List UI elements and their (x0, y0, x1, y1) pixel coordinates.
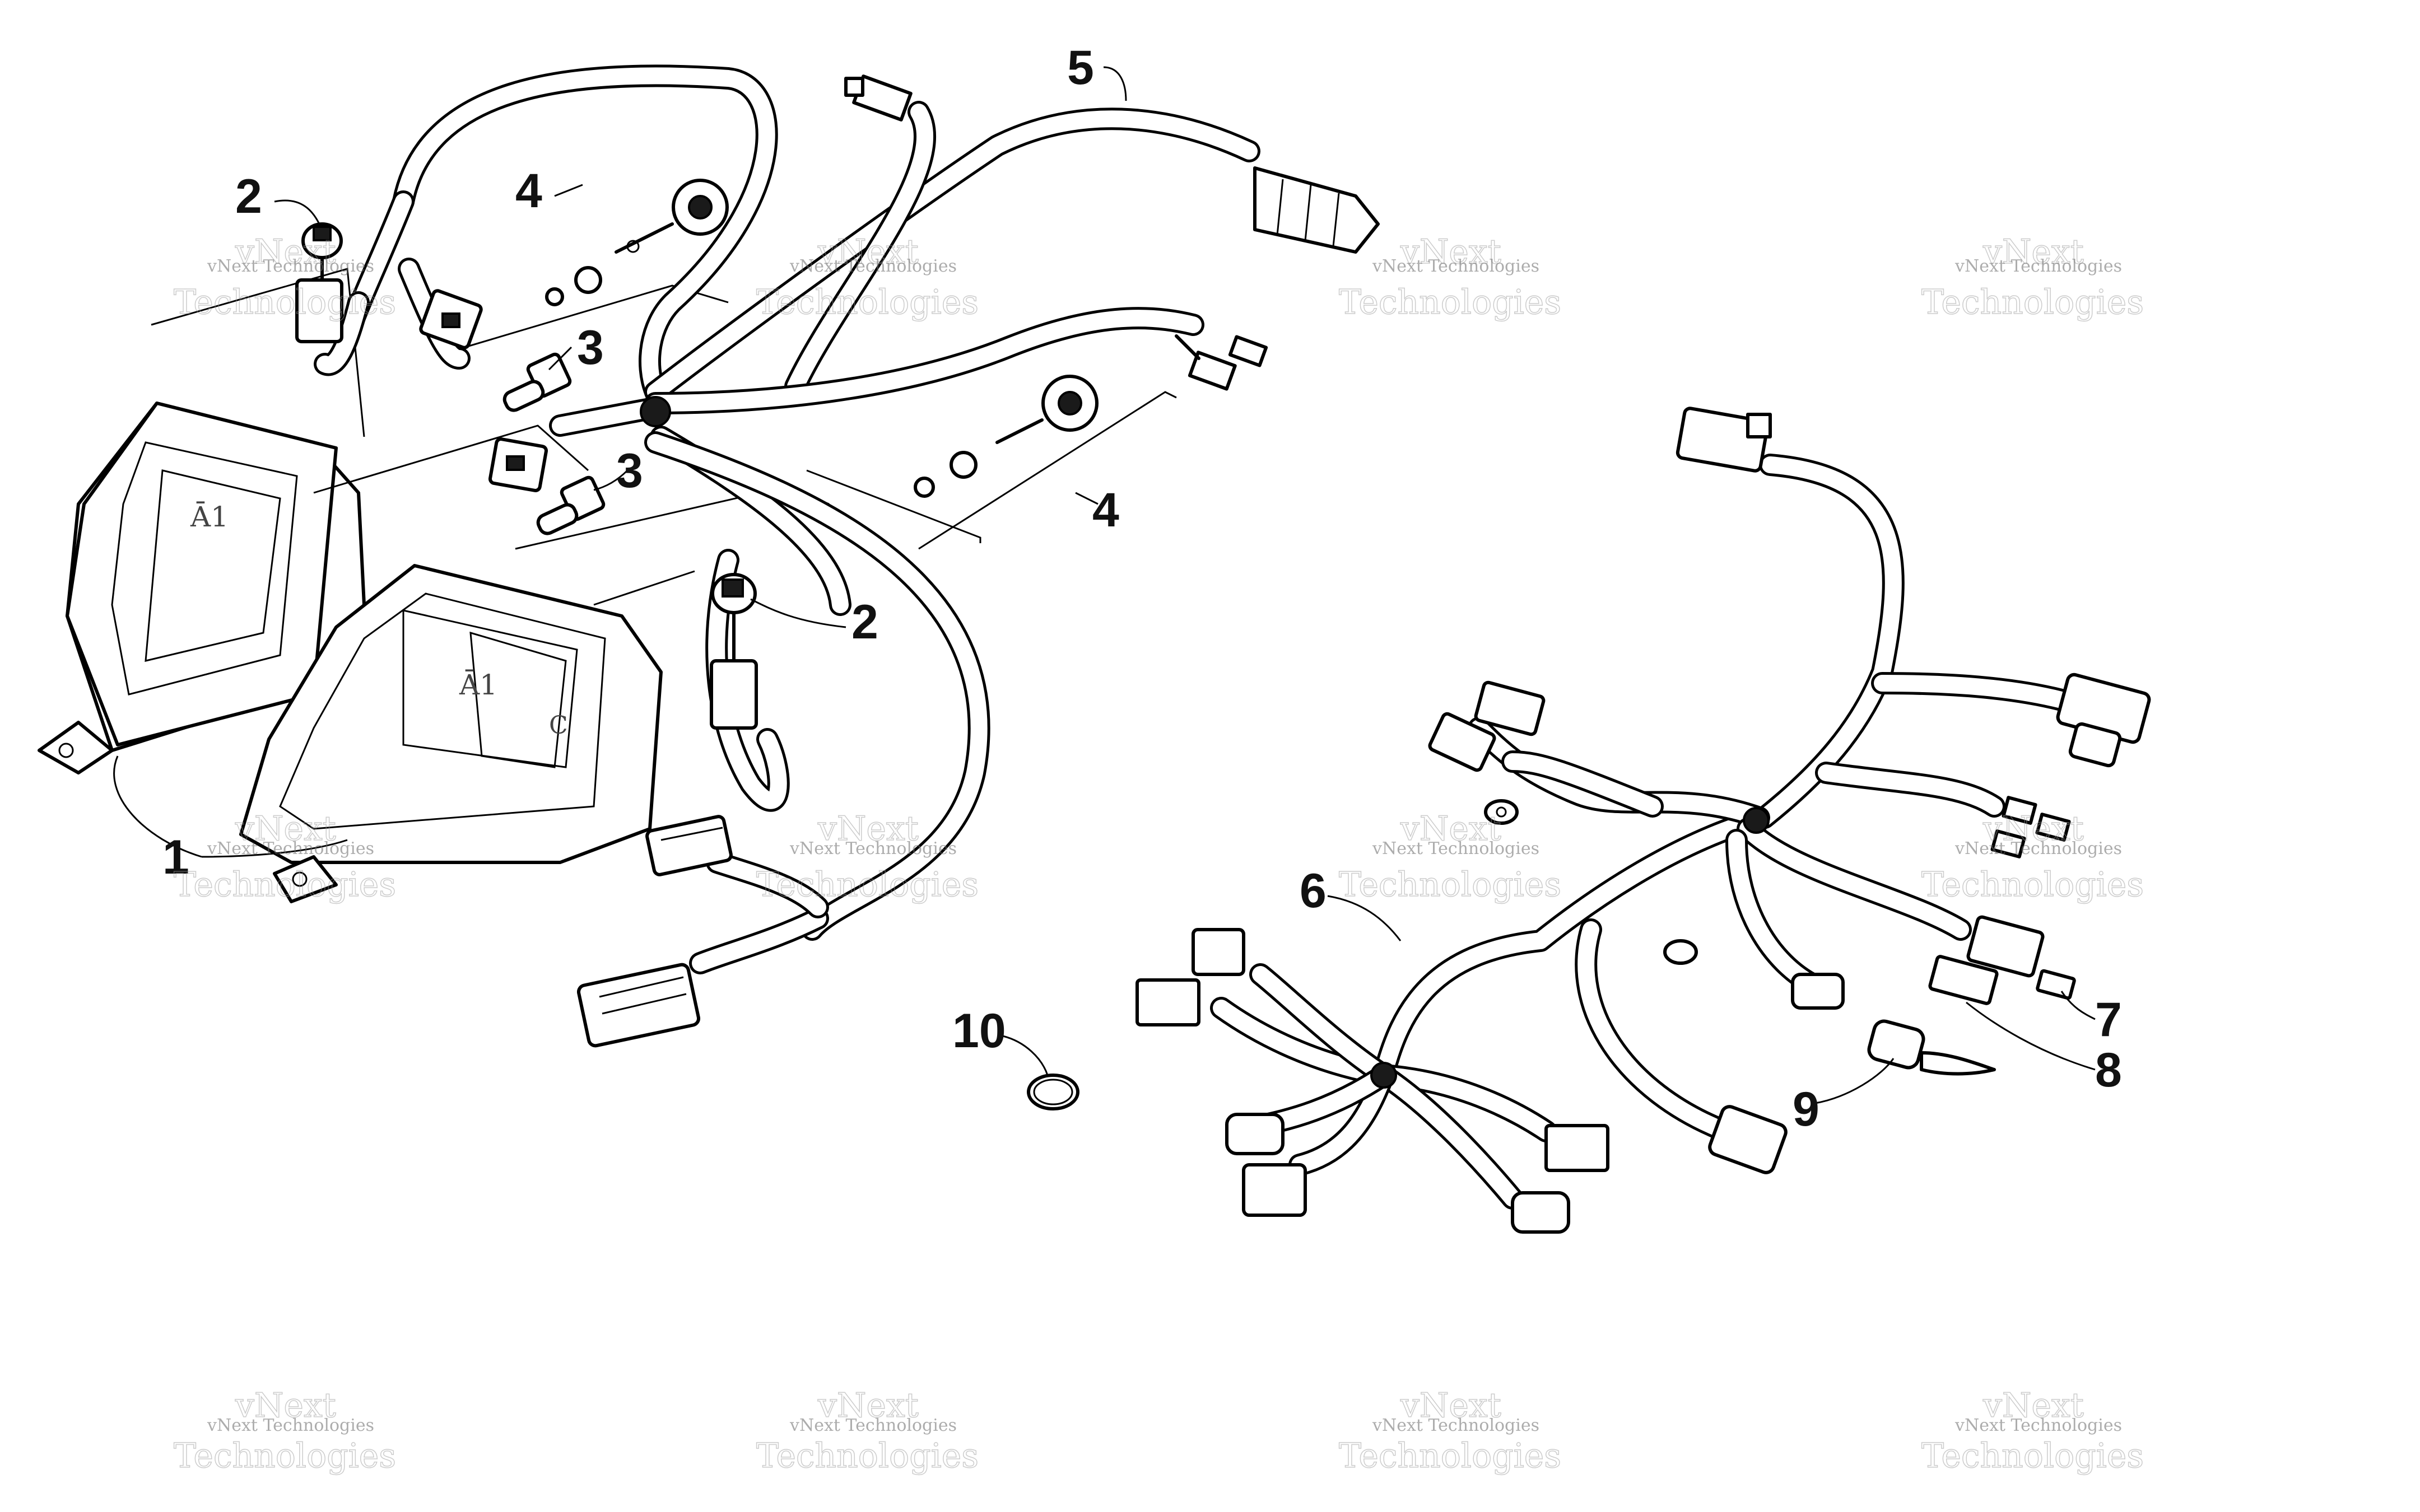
bulb-socket-lower (710, 573, 758, 730)
fuse (2036, 969, 2076, 1000)
callout-2-lower: 2 (851, 595, 878, 649)
svg-text:vNext Technologies: vNext Technologies (1372, 256, 1539, 276)
svg-text:Ā1: Ā1 (190, 501, 229, 533)
callout-4-lower: 4 (1092, 483, 1119, 537)
svg-text:Ā1: Ā1 (459, 669, 497, 701)
top-small-connector (844, 74, 913, 122)
svg-text:vNext Technologies: vNext Technologies (789, 256, 957, 276)
svg-text:Technologies: Technologies (1921, 1436, 2144, 1476)
watermark: vNext Technologies vNext Technologies (173, 1385, 397, 1476)
svg-text:vNext: vNext (235, 809, 336, 848)
svg-text:vNext: vNext (817, 232, 919, 272)
headlight-connector-left (419, 289, 483, 349)
right-connectors-misc (1135, 680, 1845, 1234)
watermark: vNext Technologies vNext Technologies (756, 232, 979, 323)
svg-text:Technologies: Technologies (1339, 1436, 1561, 1476)
watermark: vNext Technologies vNext Technologies (756, 809, 979, 905)
watermarks: vNext Technologies vNext Technologies vN… (173, 232, 2144, 1476)
callout-7: 7 (2095, 993, 2122, 1047)
svg-text:Ⅽ: Ⅽ (549, 711, 568, 740)
headlight-harness (314, 64, 1260, 974)
watermark: vNext Technologies vNext Technologies (1338, 1385, 1562, 1476)
callout-8: 8 (2095, 1043, 2122, 1097)
watermark: vNext Technologies vNext Technologies (1921, 1385, 2144, 1476)
watermark: vNext Technologies vNext Technologies (1921, 232, 2144, 323)
callout-10: 10 (952, 1004, 1006, 1058)
svg-text:vNext Technologies: vNext Technologies (789, 1416, 957, 1435)
watermark: vNext Technologies vNext Technologies (173, 809, 397, 905)
svg-text:Technologies: Technologies (756, 865, 979, 904)
svg-text:Technologies: Technologies (1921, 865, 2144, 904)
svg-text:vNext Technologies: vNext Technologies (1954, 256, 2122, 276)
headlight-left: Ā1 (38, 402, 366, 774)
svg-text:Technologies: Technologies (756, 283, 979, 322)
svg-text:Technologies: Technologies (174, 1436, 396, 1476)
svg-text:vNext: vNext (1400, 1386, 1501, 1425)
svg-text:vNext Technologies: vNext Technologies (1954, 1416, 2122, 1435)
small-spade-connectors (1990, 796, 2071, 858)
fuse-holder (1928, 915, 2045, 1005)
headlight-right: Ā1 Ⅽ (239, 564, 663, 903)
sensor (1867, 1019, 1996, 1076)
svg-text:Technologies: Technologies (1339, 865, 1561, 904)
callout-4-upper: 4 (515, 164, 542, 218)
svg-text:Technologies: Technologies (1921, 283, 2144, 322)
dual-spade-connector (2056, 673, 2151, 768)
callout-2-upper: 2 (235, 170, 262, 223)
svg-text:vNext: vNext (817, 809, 919, 848)
svg-text:vNext: vNext (1982, 232, 2084, 272)
svg-text:vNext Technologies: vNext Technologies (1372, 839, 1539, 858)
svg-text:vNext: vNext (1400, 809, 1501, 848)
svg-text:vNext Technologies: vNext Technologies (1954, 839, 2122, 858)
main-harness (1210, 454, 2073, 1210)
headlight-connector-mid (488, 437, 548, 492)
callout-3-upper: 3 (577, 321, 604, 375)
bulb-socket-upper (295, 222, 343, 343)
adjuster-upper (545, 179, 729, 306)
callout-6: 6 (1300, 864, 1327, 918)
svg-text:vNext Technologies: vNext Technologies (207, 839, 374, 858)
svg-text:vNext: vNext (235, 232, 336, 272)
svg-text:vNext Technologies: vNext Technologies (207, 1416, 374, 1435)
svg-text:vNext: vNext (1400, 232, 1501, 272)
svg-text:vNext: vNext (1982, 809, 2084, 848)
bulb-lower (536, 475, 606, 535)
watermark: vNext Technologies vNext Technologies (1338, 809, 1562, 905)
callout-3-lower: 3 (616, 444, 643, 498)
watermark: vNext Technologies vNext Technologies (173, 232, 397, 323)
callout-5: 5 (1067, 41, 1094, 95)
svg-text:vNext Technologies: vNext Technologies (789, 839, 957, 858)
svg-text:vNext Technologies: vNext Technologies (207, 256, 374, 276)
bottom-multi-connector (576, 963, 701, 1048)
spade-connectors-top (1175, 334, 1268, 391)
watermark: vNext Technologies vNext Technologies (756, 1385, 979, 1476)
svg-text:vNext Technologies: vNext Technologies (1372, 1416, 1539, 1435)
adjuster-lower (914, 375, 1099, 498)
svg-text:vNext: vNext (1982, 1386, 2084, 1425)
svg-text:Technologies: Technologies (174, 283, 396, 322)
mid-multi-connector (645, 815, 733, 876)
leader-lines (113, 66, 2096, 1104)
hose-clamp (1027, 1074, 1079, 1110)
watermark: vNext Technologies vNext Technologies (1338, 232, 1562, 323)
harness-main-plug (1676, 407, 1772, 473)
main-plug-connector (1253, 166, 1380, 254)
callout-9: 9 (1793, 1082, 1819, 1136)
svg-text:Technologies: Technologies (1339, 283, 1561, 322)
bulb-upper (502, 352, 572, 412)
svg-text:vNext: vNext (235, 1386, 336, 1425)
svg-text:Technologies: Technologies (174, 865, 396, 904)
callout-1: 1 (162, 830, 189, 884)
svg-text:vNext: vNext (817, 1386, 919, 1425)
svg-text:Technologies: Technologies (756, 1436, 979, 1476)
watermark: vNext Technologies vNext Technologies (1921, 809, 2144, 905)
